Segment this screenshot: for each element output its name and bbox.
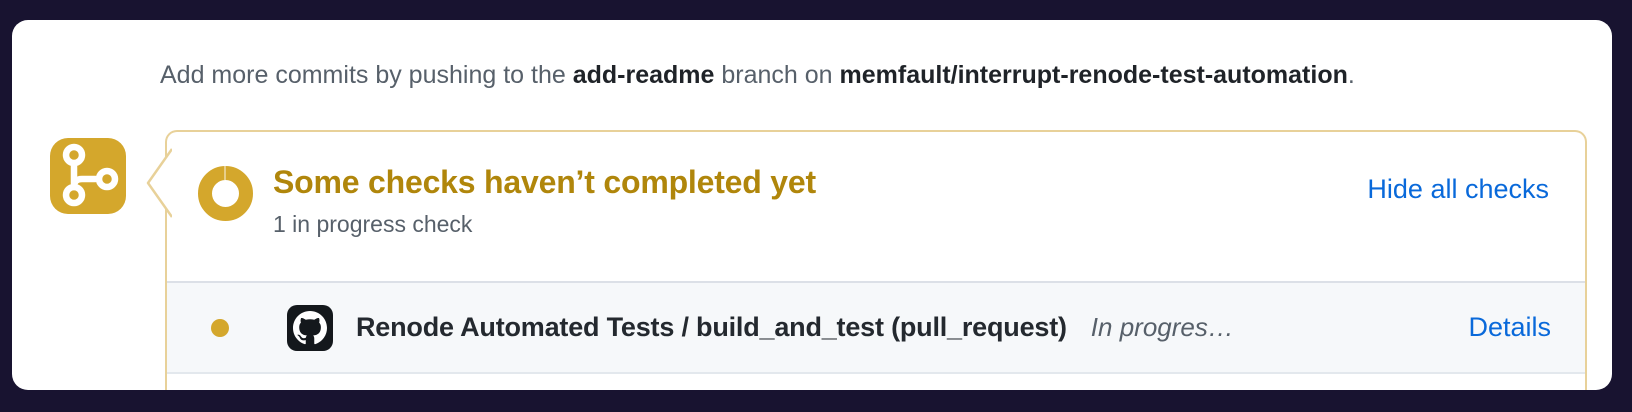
checks-header: Some checks haven’t completed yet 1 in p… bbox=[167, 132, 1585, 283]
details-link[interactable]: Details bbox=[1468, 312, 1551, 342]
next-check-row-partial bbox=[167, 374, 1585, 390]
pr-checks-card: Add more commits by pushing to the add-r… bbox=[12, 20, 1612, 390]
commit-banner: Add more commits by pushing to the add-r… bbox=[160, 60, 1355, 90]
hide-all-checks-link[interactable]: Hide all checks bbox=[1367, 174, 1549, 204]
check-row: Renode Automated Tests / build_and_test … bbox=[167, 283, 1585, 374]
panel-pointer-notch bbox=[146, 148, 172, 218]
checks-header-text: Some checks haven’t completed yet 1 in p… bbox=[273, 164, 816, 238]
checks-title: Some checks haven’t completed yet bbox=[273, 164, 816, 200]
checks-subtitle: 1 in progress check bbox=[273, 211, 473, 237]
check-name: Renode Automated Tests / build_and_test … bbox=[356, 312, 1067, 342]
branch-name: add-readme bbox=[572, 61, 715, 89]
repo-name: memfault/interrupt-renode-test-automatio… bbox=[839, 61, 1348, 89]
in-progress-ring-icon bbox=[198, 166, 253, 221]
github-logo-icon bbox=[287, 304, 333, 351]
pending-dot-icon bbox=[211, 318, 229, 337]
banner-suffix: . bbox=[1347, 61, 1355, 89]
banner-prefix: Add more commits by pushing to the bbox=[160, 61, 573, 89]
check-status: In progres… bbox=[1090, 312, 1234, 342]
git-branch-icon bbox=[50, 138, 126, 214]
banner-middle: branch on bbox=[714, 61, 840, 89]
checks-panel: Some checks haven’t completed yet 1 in p… bbox=[146, 130, 1587, 390]
